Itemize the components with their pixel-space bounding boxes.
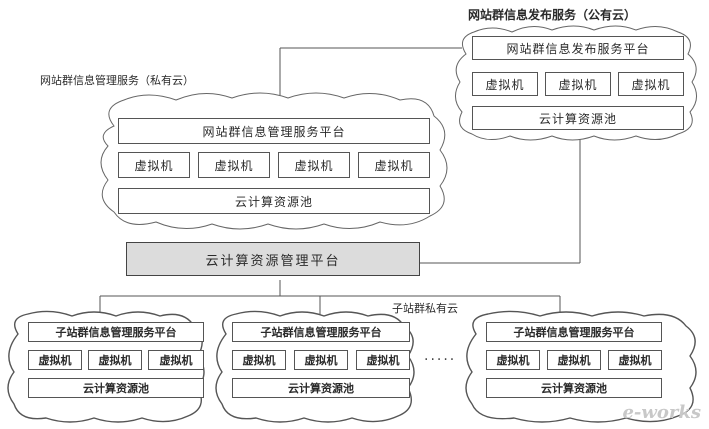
sub-3-pool-box: 云计算资源池 xyxy=(486,378,662,398)
sub-2-platform-box: 子站群信息管理服务平台 xyxy=(232,322,410,342)
private-pool-box: 云计算资源池 xyxy=(118,188,430,214)
sub-1-platform-box: 子站群信息管理服务平台 xyxy=(28,322,204,342)
public-vm-2: 虚拟机 xyxy=(545,72,611,96)
sub-2-vm-3: 虚拟机 xyxy=(356,350,410,370)
more-sub-clouds-ellipsis: ····· xyxy=(424,352,457,368)
public-cloud-title: 网站群信息发布服务（公有云） xyxy=(468,8,637,22)
sub-3-vm-2: 虚拟机 xyxy=(547,350,601,370)
sub-1-pool-box: 云计算资源池 xyxy=(28,378,204,398)
public-pool-box: 云计算资源池 xyxy=(472,106,684,130)
sub-2-vm-1: 虚拟机 xyxy=(232,350,286,370)
sub-1-vm-2: 虚拟机 xyxy=(88,350,142,370)
sub-3-vm-3: 虚拟机 xyxy=(608,350,662,370)
resource-management-platform: 云计算资源管理平台 xyxy=(126,242,420,276)
private-cloud-title: 网站群信息管理服务（私有云） xyxy=(40,74,194,87)
private-vm-1: 虚拟机 xyxy=(118,152,190,178)
sub-3-platform-box: 子站群信息管理服务平台 xyxy=(486,322,662,342)
sub-2-vm-2: 虚拟机 xyxy=(294,350,348,370)
public-vm-1: 虚拟机 xyxy=(472,72,538,96)
sub-1-vm-3: 虚拟机 xyxy=(148,350,204,370)
private-vm-2: 虚拟机 xyxy=(198,152,270,178)
private-platform-box: 网站群信息管理服务平台 xyxy=(118,118,430,144)
e-works-logo: e-works xyxy=(622,402,701,423)
sub-1-vm-1: 虚拟机 xyxy=(28,350,82,370)
private-vm-3: 虚拟机 xyxy=(278,152,350,178)
sub-3-vm-1: 虚拟机 xyxy=(486,350,540,370)
private-vm-4: 虚拟机 xyxy=(358,152,430,178)
sub-2-pool-box: 云计算资源池 xyxy=(232,378,410,398)
public-platform-box: 网站群信息发布服务平台 xyxy=(472,36,684,60)
sub-cloud-label: 子站群私有云 xyxy=(392,302,458,315)
public-vm-3: 虚拟机 xyxy=(618,72,684,96)
